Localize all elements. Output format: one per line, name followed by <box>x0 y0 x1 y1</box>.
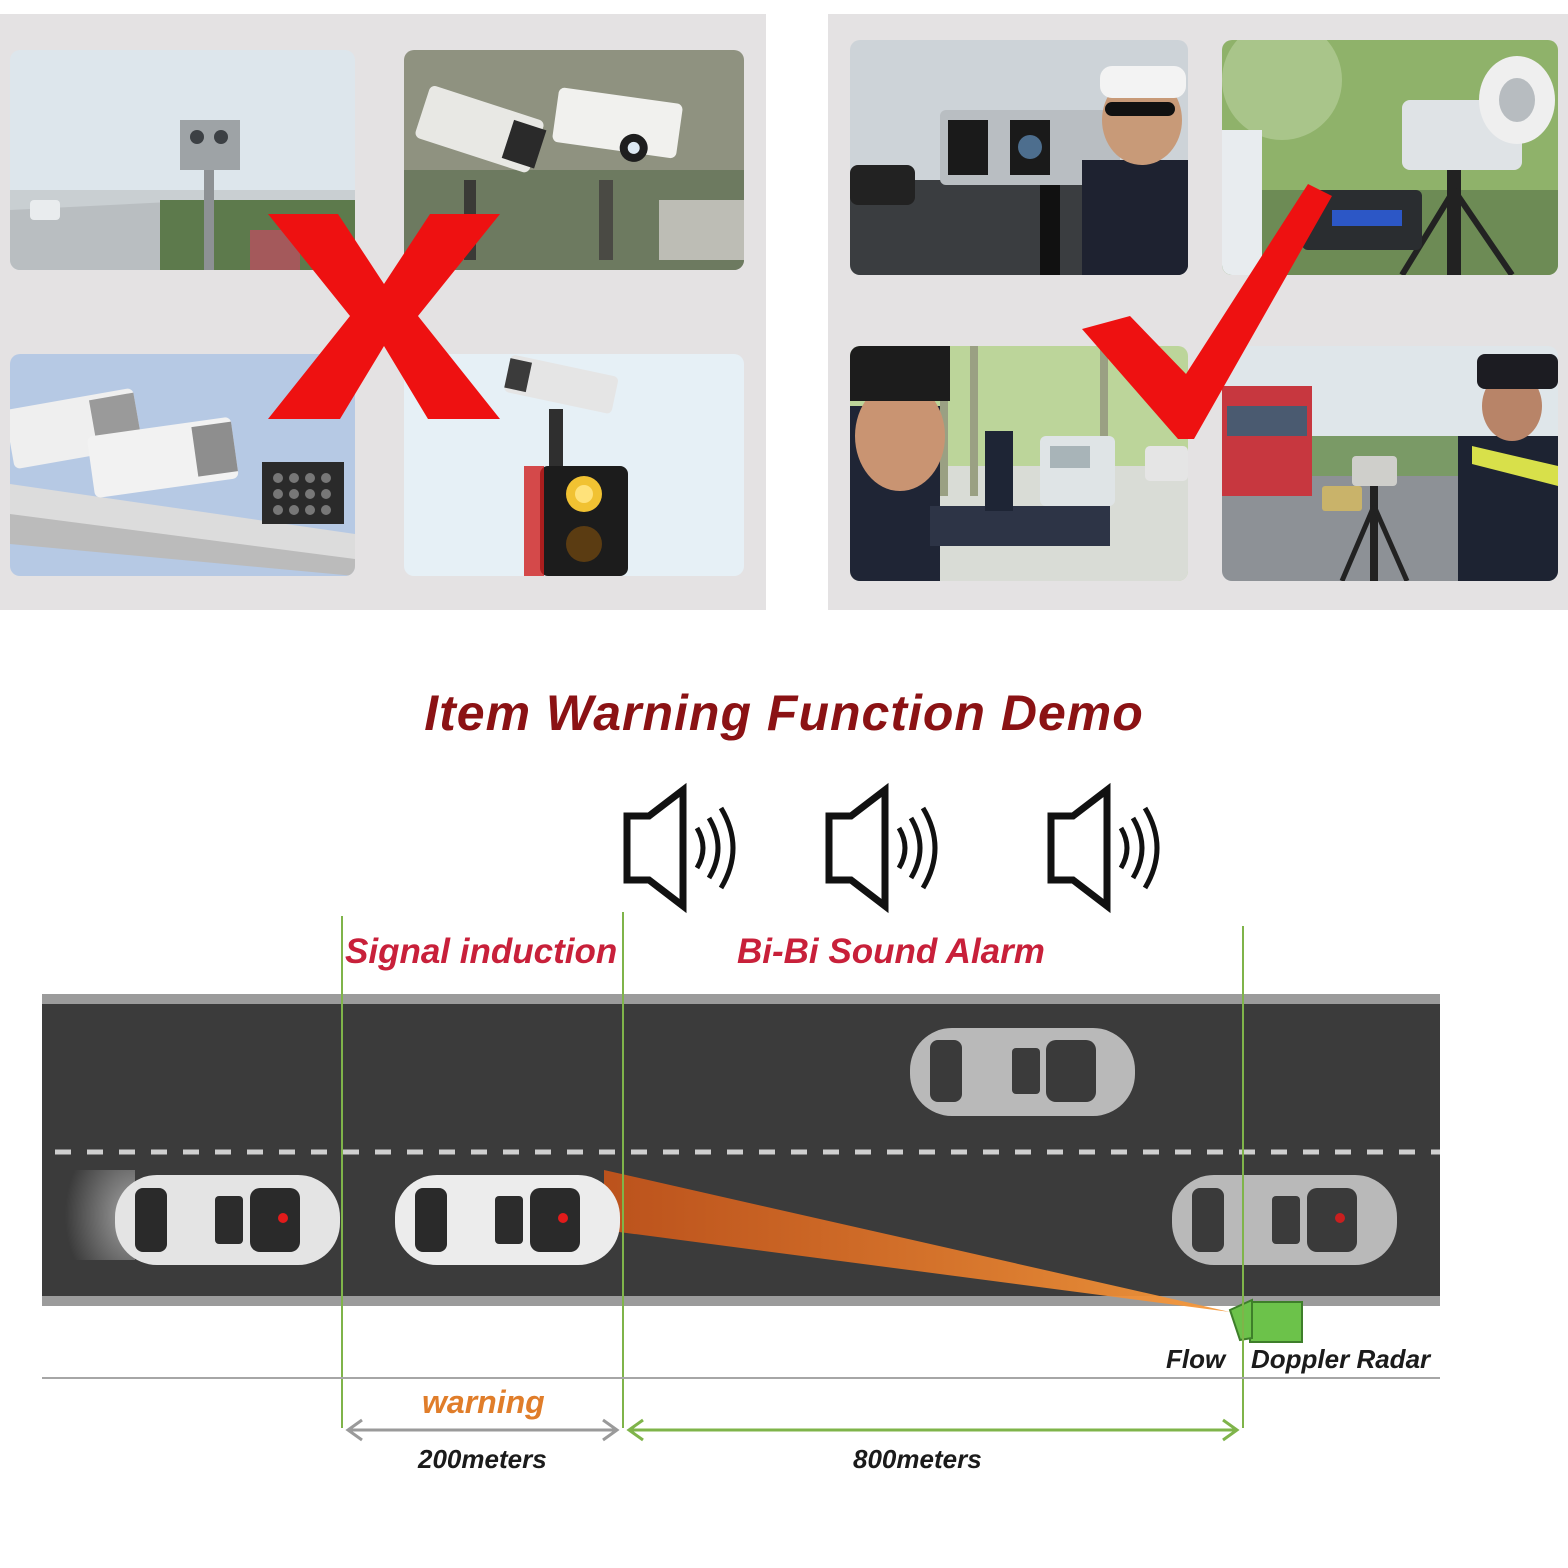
doppler-radar-device <box>1228 1298 1303 1343</box>
car-speeding <box>65 1170 340 1265</box>
cross-mark-icon <box>268 214 500 419</box>
doppler-radar-label: Doppler Radar <box>1251 1344 1431 1374</box>
warning-label: warning <box>422 1384 545 1420</box>
traffic-light-camera-photo <box>404 354 744 576</box>
page-title: Item Warning Function Demo <box>424 685 1144 741</box>
car-oncoming <box>910 1028 1135 1116</box>
sound-alarm-label: Bi-Bi Sound Alarm <box>737 932 1045 971</box>
distance-arrow-800m <box>626 1418 1240 1442</box>
officer-radar-gun-photo <box>850 40 1188 275</box>
officer-tripod-radar-photo <box>1222 346 1558 581</box>
car-detected <box>395 1175 620 1265</box>
check-mark-icon <box>1082 184 1332 439</box>
car-ahead <box>1172 1175 1397 1265</box>
road-edge-top <box>42 994 1440 1004</box>
speaker-icon <box>623 782 736 914</box>
signal-induction-label: Signal induction <box>345 932 618 971</box>
road-edge-bottom <box>42 1296 1440 1306</box>
flow-label: Flow <box>1166 1344 1226 1374</box>
fixed-cameras-panel <box>0 14 766 610</box>
handheld-radar-panel <box>828 14 1568 610</box>
speaker-icon <box>1047 782 1160 914</box>
radar-beam <box>604 1170 1230 1312</box>
speaker-icon <box>825 782 938 914</box>
gantry-cameras-photo <box>10 354 355 576</box>
distance-200m-label: 200meters <box>418 1444 547 1474</box>
distance-arrow-200m <box>345 1418 620 1442</box>
warning-diagram <box>42 782 1440 1442</box>
cctv-cameras-photo <box>404 50 744 270</box>
distance-800m-label: 800meters <box>853 1444 982 1474</box>
